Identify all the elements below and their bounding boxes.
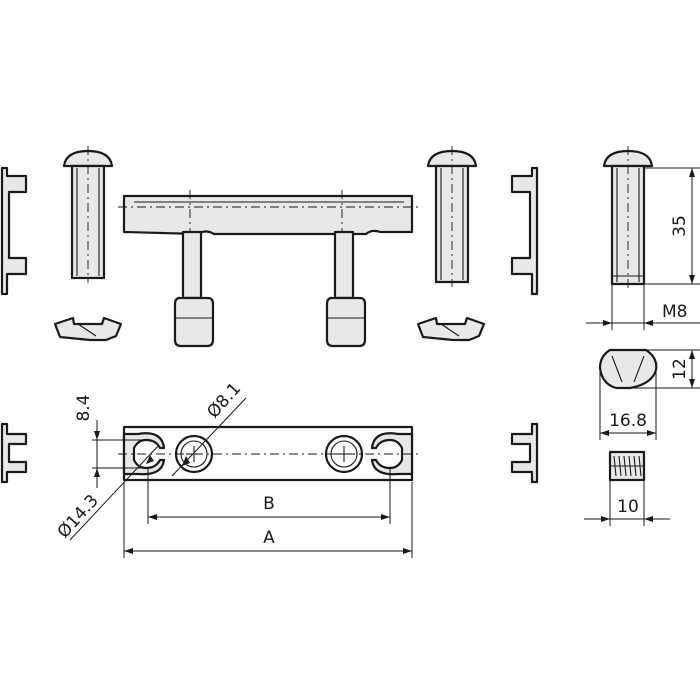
- dim-label-m8: M8: [662, 302, 687, 322]
- dim-label-10: 10: [617, 497, 639, 517]
- end-clip-left-top: [0, 166, 28, 296]
- bolt-detail: [602, 146, 654, 290]
- dim-label-b: B: [263, 494, 275, 514]
- nut-detail-side-view: [608, 450, 646, 482]
- bolt-left-top: [62, 146, 114, 283]
- end-clip-left-bottom: [0, 422, 28, 484]
- dimension-35: 35: [644, 167, 700, 285]
- dim-label-diameter-outer: Ø14.3: [54, 491, 103, 542]
- dimension-8-4: 8.4: [74, 394, 150, 488]
- dim-label-8-4: 8.4: [74, 394, 94, 421]
- end-clip-right-top: [510, 166, 539, 296]
- dim-label-16-8: 16.8: [609, 411, 647, 431]
- dim-label-35: 35: [670, 215, 690, 237]
- connector-side-view: [118, 190, 418, 348]
- nut-detail-end-view: [598, 348, 658, 390]
- dim-label-diameter-hole: Ø8.1: [203, 379, 245, 422]
- connector-plan-view: [118, 425, 418, 482]
- dimension-a: A: [123, 482, 413, 558]
- dim-label-12: 12: [670, 358, 690, 380]
- nut-left-top: [53, 316, 123, 342]
- dimension-b: B: [147, 468, 391, 524]
- dim-label-a: A: [263, 528, 275, 548]
- dimension-16-8: 16.8: [599, 370, 657, 440]
- dimension-m8: M8: [586, 284, 700, 330]
- dimension-12: 12: [630, 349, 700, 389]
- dimension-10: 10: [584, 480, 670, 526]
- end-clip-right-bottom: [510, 422, 539, 484]
- bolt-right-top: [426, 146, 478, 287]
- nut-right-top: [416, 316, 486, 342]
